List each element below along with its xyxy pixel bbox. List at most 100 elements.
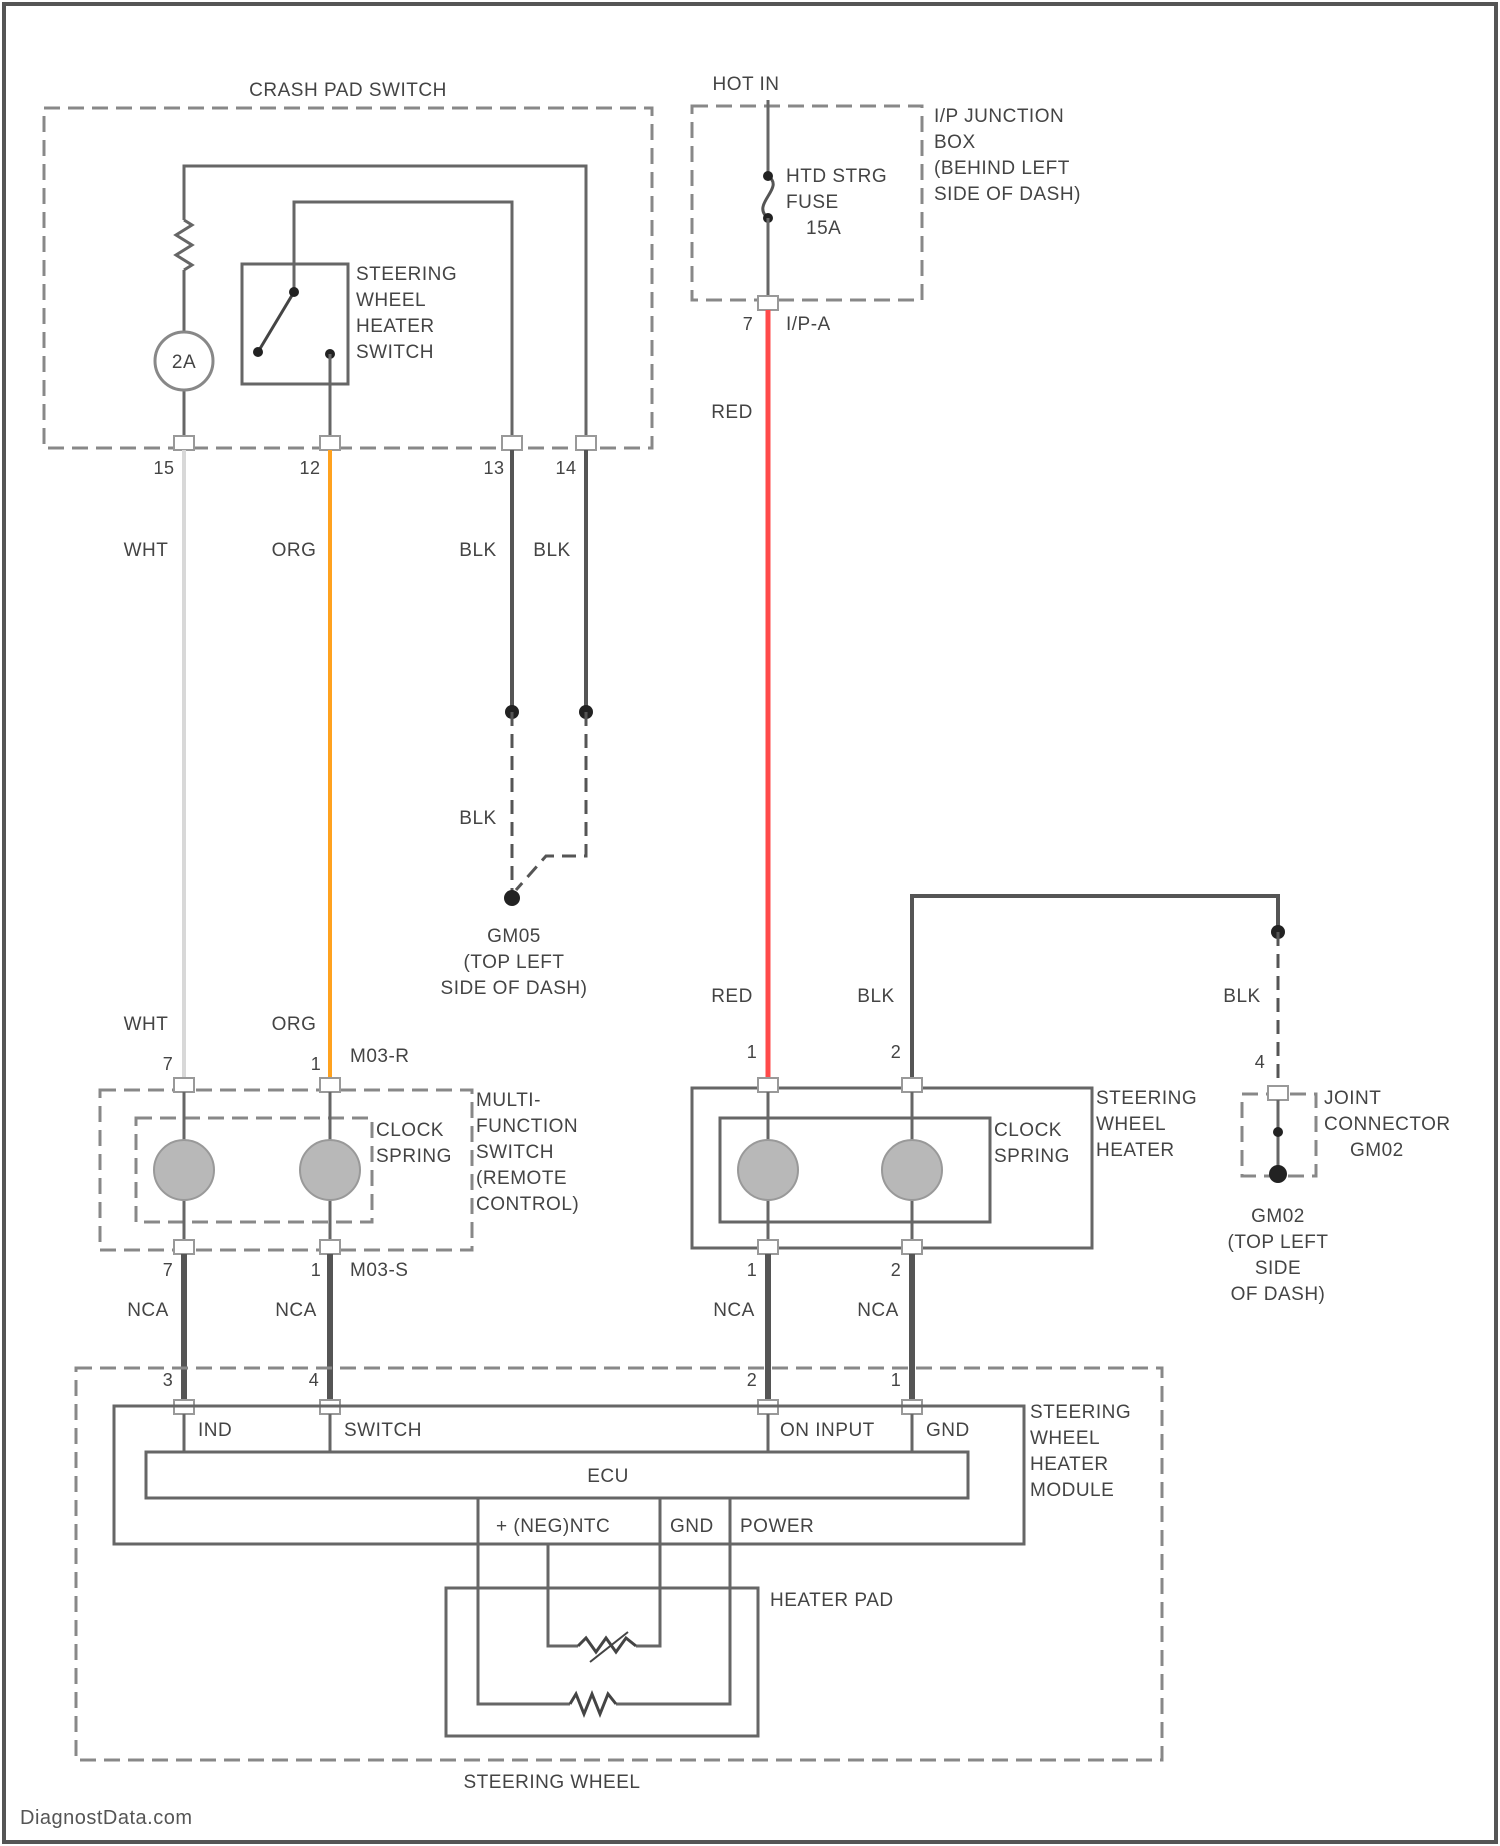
clock-spring-coil [882, 1140, 942, 1200]
ip-junction-box-group: HOT IN HTD STRG FUSE 15A I/P JUNCTION BO… [692, 74, 1081, 335]
ip-junction-label-line: SIDE OF DASH) [934, 184, 1081, 205]
ip-junction-box-label: I/P JUNCTION BOX (BEHIND LEFT SIDE OF DA… [934, 106, 1081, 205]
joint-connector-label-line: CONNECTOR [1324, 1114, 1451, 1135]
ground-gm02-point [1269, 1165, 1287, 1183]
heater-switch-label-line: HEATER [356, 316, 435, 337]
wire-label-blk: BLK [857, 986, 894, 1007]
heater-module-label-line: STEERING [1030, 1402, 1131, 1423]
clock-pin-number: 1 [311, 1054, 322, 1074]
wire-label-wht: WHT [124, 540, 169, 561]
ntc-symbol [578, 1638, 636, 1652]
wire-label-nca: NCA [713, 1300, 755, 1321]
heater-switch-label-line: SWITCH [356, 342, 434, 363]
joint-pin-number: 4 [1255, 1052, 1266, 1072]
switch-contact-2 [253, 347, 263, 357]
switch-pin-connector [174, 436, 194, 450]
indicator-lamp-label: 2A [172, 352, 196, 373]
heater-module-label-line: HEATER [1030, 1454, 1109, 1475]
clock-connector [758, 1240, 778, 1254]
joint-dot [1273, 1127, 1283, 1137]
module-pin-number: 2 [747, 1370, 758, 1390]
wire-label-blk: BLK [459, 808, 496, 829]
module-terminal-label: GND [926, 1420, 970, 1441]
joint-connector-pin [1268, 1086, 1288, 1100]
fuse-terminal-top [763, 171, 773, 181]
switch-pin-number: 13 [483, 458, 504, 478]
module-lower-label: GND [670, 1516, 714, 1537]
clock-pin-number: 2 [891, 1042, 902, 1062]
steering-wheel-label: STEERING WHEEL [464, 1772, 641, 1793]
ground-gm05-label-line: GM05 [487, 926, 541, 947]
ground-gm02-label-line: SIDE [1255, 1258, 1301, 1279]
joint-connector-label-line: GM02 [1350, 1140, 1404, 1161]
module-pin-number: 1 [891, 1370, 902, 1390]
clock-connector [320, 1240, 340, 1254]
wire-label-blk: BLK [459, 540, 496, 561]
fuse-label-line: FUSE [786, 192, 839, 213]
clock-pin-number: 2 [891, 1260, 902, 1280]
wire-label-blk: BLK [533, 540, 570, 561]
swh-label-line: STEERING [1096, 1088, 1197, 1109]
switch-pin-number: 12 [299, 458, 320, 478]
heater-pad-label: HEATER PAD [770, 1590, 894, 1611]
heater-module-label-line: WHEEL [1030, 1428, 1100, 1449]
clock-spring-label-line: SPRING [376, 1146, 452, 1167]
joint-connector-group: 4 JOINT CONNECTOR GM02 GM02 (TOP LEFT SI… [1228, 1052, 1451, 1305]
steering-wheel-heater-group: CLOCK SPRING STEERING WHEEL HEATER 1 2 [692, 1078, 1197, 1280]
heater-module-label-line: MODULE [1030, 1480, 1114, 1501]
mfs-label-line: SWITCH [476, 1142, 554, 1163]
clock-pin-number: 7 [163, 1260, 174, 1280]
multi-function-switch-label: MULTI- FUNCTION SWITCH (REMOTE CONTROL) [476, 1090, 579, 1215]
ip-a-connector [758, 296, 778, 310]
fuse-symbol [763, 176, 773, 218]
wire-label-nca: NCA [127, 1300, 169, 1321]
m03-s-label: M03-S [350, 1260, 408, 1281]
clock-spring-coil [300, 1140, 360, 1200]
module-terminal-label: IND [198, 1420, 232, 1441]
ground-gm02-label: GM02 (TOP LEFT SIDE OF DASH) [1228, 1206, 1329, 1305]
clock-spring-label-line: CLOCK [376, 1120, 444, 1141]
page-frame [4, 4, 1496, 1842]
clock-connector [902, 1078, 922, 1092]
ground-gm05-point [504, 890, 520, 906]
module-pin-number: 4 [309, 1370, 320, 1390]
clock-pin-number: 1 [747, 1042, 758, 1062]
mfs-label-line: FUNCTION [476, 1116, 578, 1137]
fuse-label: HTD STRG FUSE 15A [786, 166, 887, 239]
watermark: DiagnostData.com [20, 1807, 193, 1829]
wire-label-blk: BLK [1223, 986, 1260, 1007]
mfs-label-line: CONTROL) [476, 1194, 579, 1215]
switch-contact-1 [289, 287, 299, 297]
mfs-label-line: MULTI- [476, 1090, 541, 1111]
joint-connector-label-line: JOINT [1324, 1088, 1381, 1109]
heater-switch-label-line: STEERING [356, 264, 457, 285]
ground-gm02-label-line: GM02 [1251, 1206, 1305, 1227]
module-terminal-label: SWITCH [344, 1420, 422, 1441]
module-lower-label: + (NEG)NTC [496, 1516, 610, 1537]
left-clock-spring-label: CLOCK SPRING [376, 1120, 452, 1167]
clock-spring-coil [738, 1140, 798, 1200]
heater-element-wire [478, 1544, 730, 1704]
steering-wheel-heater-label: STEERING WHEEL HEATER [1096, 1088, 1197, 1161]
steering-wheel-heater-module-group: IND SWITCH ON INPUT GND ECU + (NEG)NTC G… [114, 1402, 1131, 1544]
blk-ground-dashed [512, 712, 586, 896]
module-pin-number: 3 [163, 1370, 174, 1390]
clock-connector [902, 1240, 922, 1254]
switch-pin-connector [320, 436, 340, 450]
fuse-pin-number: 7 [743, 314, 754, 334]
right-clock-spring-label: CLOCK SPRING [994, 1120, 1070, 1167]
multi-function-switch-group: CLOCK SPRING MULTI- FUNCTION SWITCH (REM… [100, 1078, 579, 1281]
heater-switch-label-line: WHEEL [356, 290, 426, 311]
ecu-label: ECU [587, 1466, 629, 1487]
heater-pad-outline [446, 1588, 758, 1736]
ground-gm02-label-line: (TOP LEFT [1228, 1232, 1329, 1253]
ip-junction-label-line: I/P JUNCTION [934, 106, 1064, 127]
wire-label-nca: NCA [857, 1300, 899, 1321]
clock-spring-label-line: CLOCK [994, 1120, 1062, 1141]
clock-connector [174, 1240, 194, 1254]
wire-label-nca: NCA [275, 1300, 317, 1321]
ground-gm05-label-line: SIDE OF DASH) [441, 978, 588, 999]
ip-junction-label-line: (BEHIND LEFT [934, 158, 1070, 179]
swh-label-line: HEATER [1096, 1140, 1175, 1161]
crash-pad-switch-title: CRASH PAD SWITCH [249, 80, 447, 101]
